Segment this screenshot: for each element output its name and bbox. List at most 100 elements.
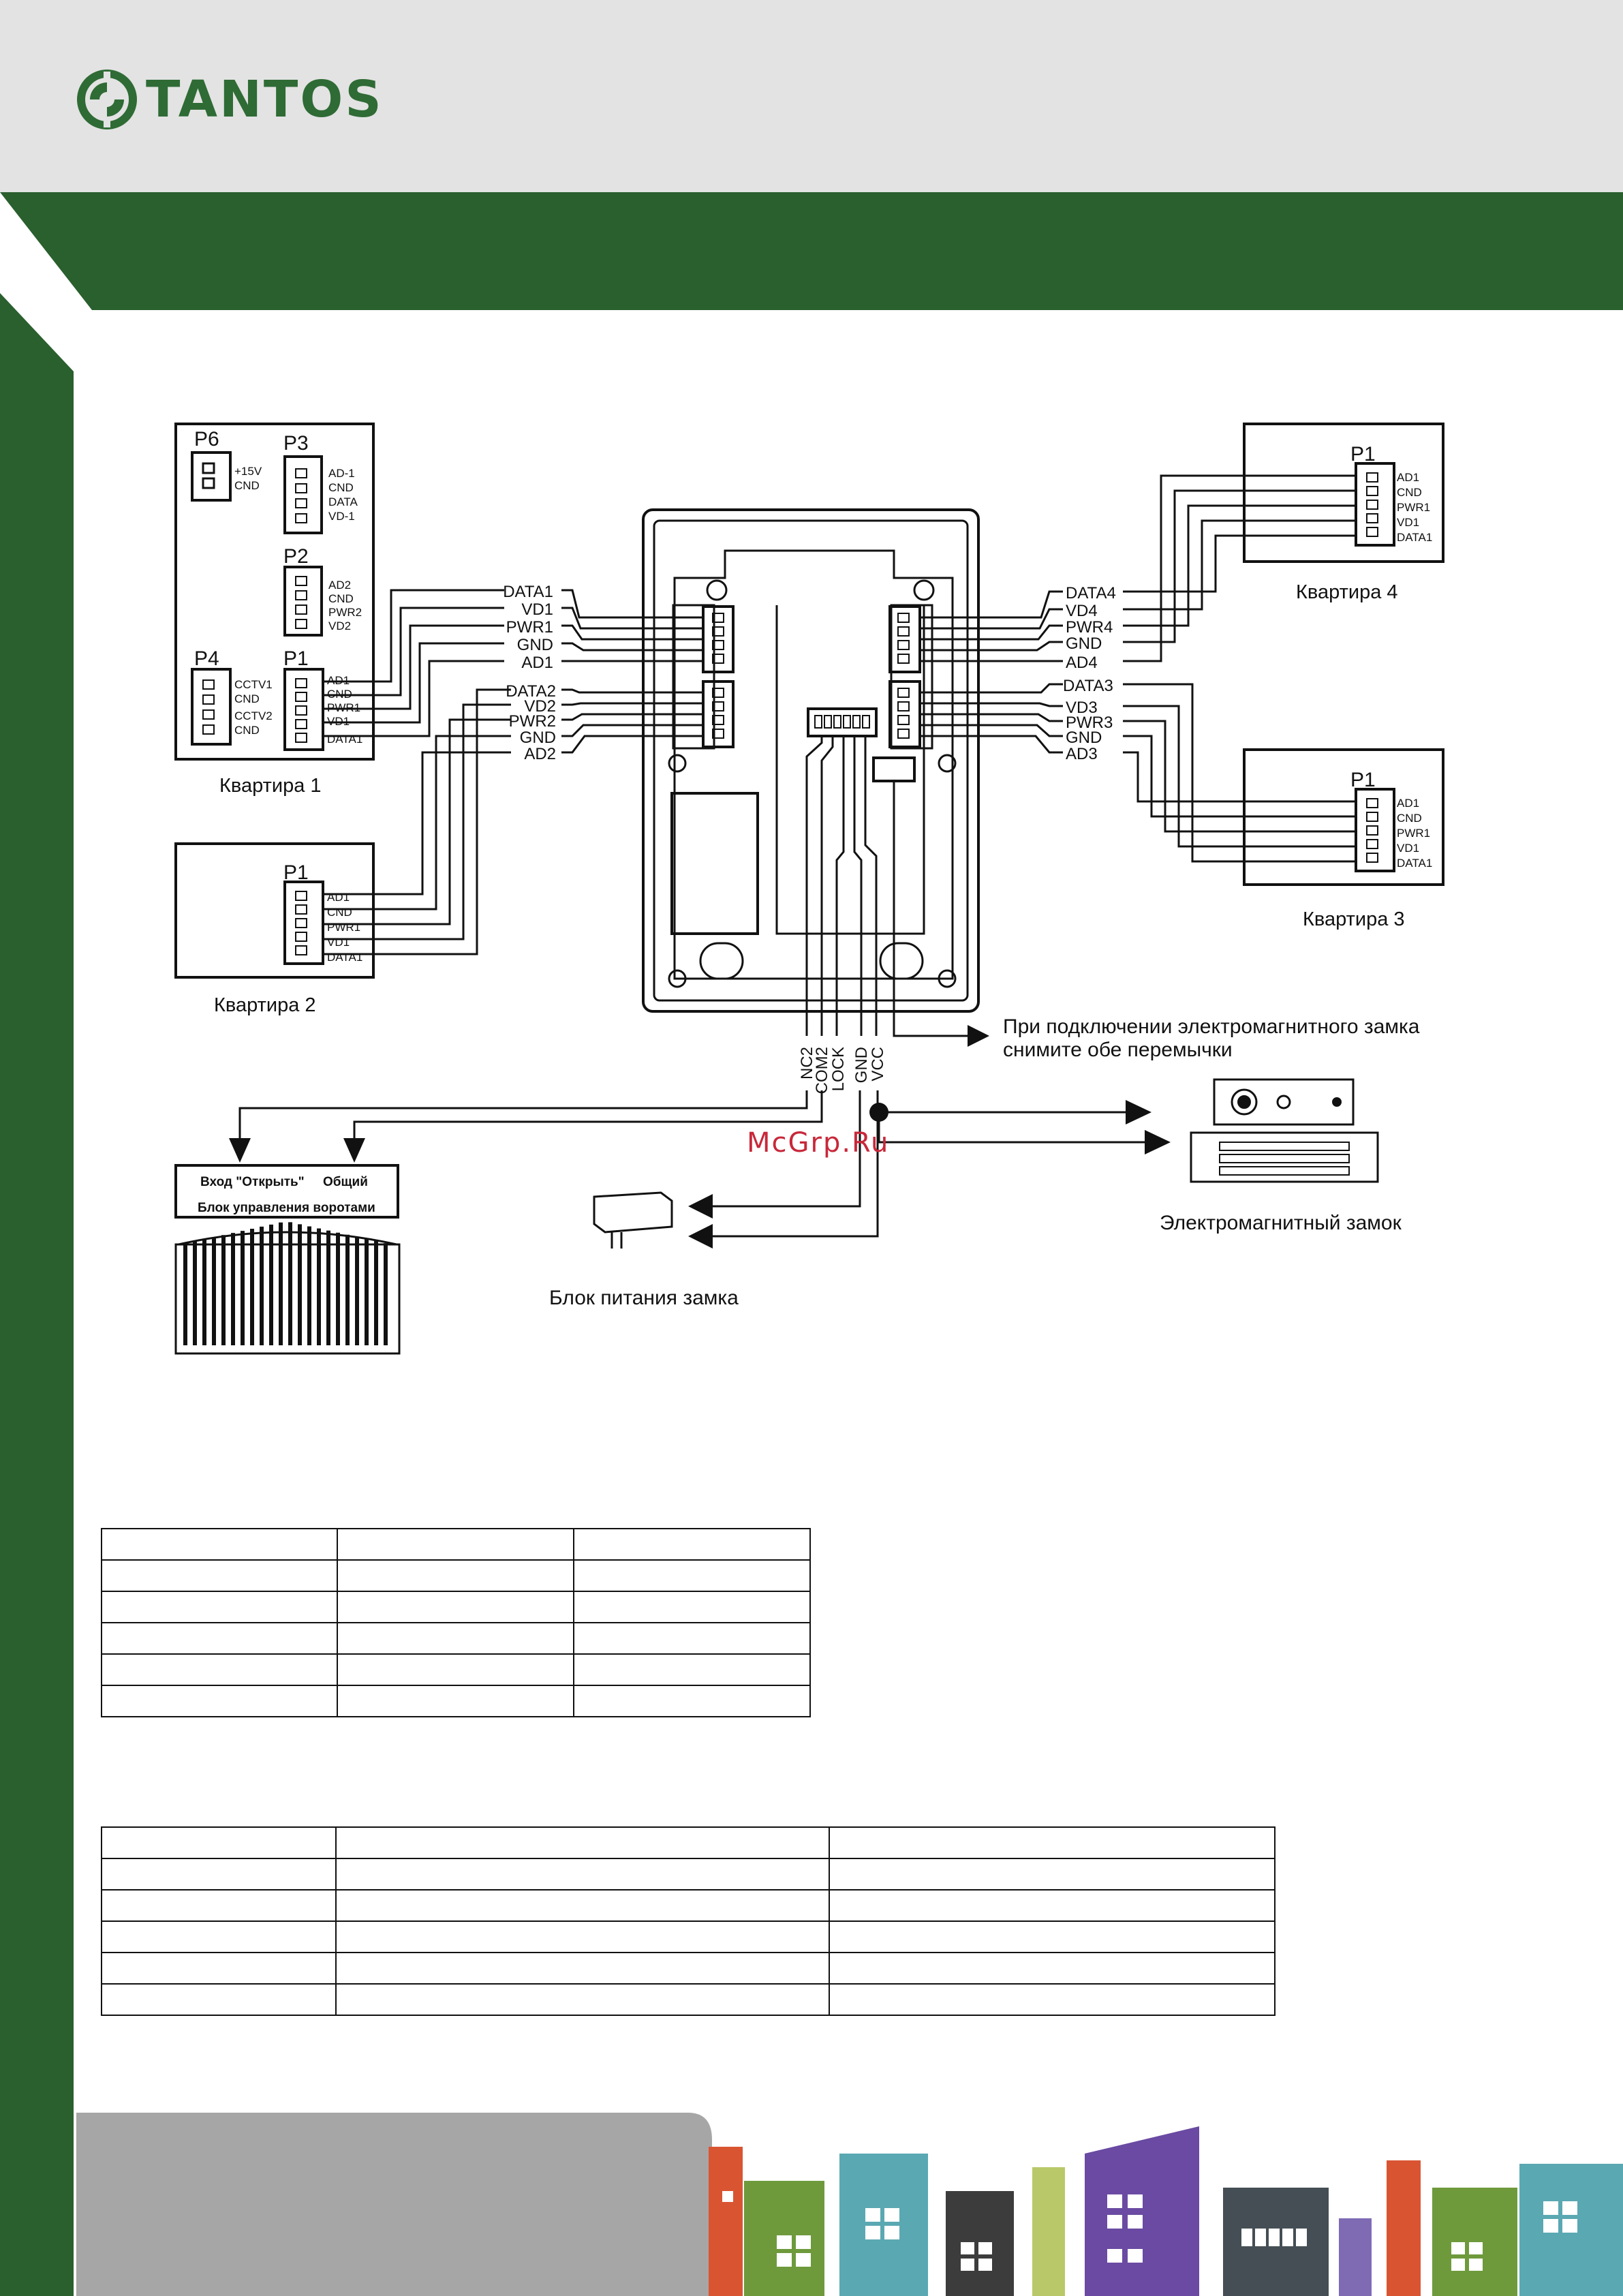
- bottom-pin-com2: COM2: [813, 1047, 831, 1094]
- connector-pin: [295, 619, 307, 629]
- logo-text: TANTOS: [146, 70, 384, 129]
- bottom-pin-gnd: GND: [852, 1047, 871, 1083]
- right-bus2-4: AD3: [1066, 745, 1098, 763]
- p3-title: P3: [283, 432, 309, 455]
- right-bus1-1: VD4: [1066, 602, 1098, 620]
- p3-pin-3: VD-1: [328, 510, 355, 523]
- apt2-unit-box: [174, 842, 375, 979]
- p3-pin-2: DATA: [328, 495, 358, 508]
- connector-pin: [295, 918, 307, 928]
- connector-pin: [897, 729, 910, 739]
- connector-pin: [1366, 839, 1378, 849]
- apt2-p1-pin-2: PWR1: [327, 921, 360, 934]
- connector-pin: [1366, 472, 1378, 483]
- connector-pin: [295, 904, 307, 915]
- connector-pin: [712, 654, 724, 664]
- magnetic-lock-icon: [1190, 1078, 1379, 1183]
- apt3-p1-pin-4: DATA1: [1397, 857, 1432, 870]
- table-1: [100, 1528, 812, 1717]
- bottom-pin-vcc: VCC: [869, 1047, 887, 1082]
- p3-pin-0: AD-1: [328, 467, 355, 480]
- junction-dot: [869, 1103, 888, 1122]
- connector-pin: [202, 709, 215, 720]
- apt2-p1-connector: [283, 881, 324, 965]
- right-bus1-2: PWR4: [1066, 618, 1113, 637]
- connector-pin: [295, 483, 307, 493]
- connector-pin: [202, 724, 215, 735]
- right-bus2-3: GND: [1066, 729, 1102, 747]
- connector-pin: [897, 640, 910, 650]
- right-bus1-3: GND: [1066, 634, 1102, 653]
- apt3-wires: [1123, 683, 1356, 863]
- tantos-logo-icon: [77, 70, 137, 129]
- table-row: [100, 1653, 812, 1686]
- apt3-p1-pin-0: AD1: [1397, 797, 1419, 810]
- connector-pin: [295, 733, 307, 743]
- connector-pin: [295, 513, 307, 523]
- header-band: [0, 0, 1623, 192]
- power-supply-label: Блок питания замка: [549, 1287, 739, 1309]
- apt4-p1-pin-1: CND: [1397, 486, 1422, 499]
- apt3-label: Квартира 3: [1303, 908, 1405, 930]
- p6-title: P6: [194, 428, 219, 450]
- connector-pins: [202, 468, 1378, 955]
- gate-common-label: Общий: [323, 1175, 368, 1189]
- left-bus1-4: AD1: [521, 654, 553, 672]
- apt1-p1-pin-1: CND: [327, 688, 352, 701]
- apt1-p1-connector: [283, 668, 324, 751]
- apt2-p1-pin-0: AD1: [327, 891, 350, 904]
- connector-pin: [1366, 500, 1378, 510]
- door-panel-outline: [642, 508, 980, 1013]
- connector-pin: [202, 679, 215, 690]
- p6-pin-1: CND: [234, 479, 260, 492]
- gate-unit-label: Блок управления воротами: [198, 1201, 375, 1215]
- connector-pin: [712, 688, 724, 698]
- left-bus1-1: VD1: [521, 600, 553, 619]
- right-bus1-4: AD4: [1066, 654, 1098, 672]
- note-arrow: [968, 1025, 989, 1047]
- gate-icon: [174, 1231, 401, 1355]
- wiring-diagram: [174, 423, 1444, 1355]
- connector-pin: [1366, 527, 1378, 537]
- right-bus2-2: PWR3: [1066, 714, 1113, 732]
- p6-pin-0: +15V: [234, 465, 262, 478]
- p2-pin-1: CND: [328, 592, 354, 605]
- gate-bars: [183, 1222, 388, 1345]
- table-row: [100, 1685, 812, 1717]
- table-row: [100, 1858, 1276, 1891]
- apt4-p1-pin-4: DATA1: [1397, 531, 1432, 544]
- apt1-p1-pin-4: DATA1: [327, 733, 362, 746]
- connector-pin: [833, 715, 841, 729]
- p4-connector: [191, 668, 232, 746]
- table-row: [100, 1528, 812, 1561]
- right-bus2-0: DATA3: [1063, 677, 1113, 695]
- table-2: [100, 1826, 1276, 2016]
- brand-logo: TANTOS: [76, 65, 403, 134]
- panel-module: [670, 792, 759, 935]
- p4-pin-3: CND: [234, 724, 260, 737]
- connector-pin: [862, 715, 870, 729]
- connector-pin: [897, 701, 910, 711]
- p4-pin-0: CCTV1: [234, 678, 273, 691]
- apt4-p1-pin-2: PWR1: [1397, 501, 1430, 514]
- connector-pin: [824, 715, 832, 729]
- left-bus2-2: PWR2: [509, 712, 556, 731]
- connector-pin: [712, 640, 724, 650]
- connector-pin: [897, 688, 910, 698]
- connector-pin: [295, 576, 307, 586]
- apt2-p1-pin-3: VD1: [327, 936, 350, 949]
- p2-connector: [283, 566, 323, 637]
- connector-pin: [295, 891, 307, 901]
- connector-pin: [712, 729, 724, 739]
- apt4-wires: [1123, 474, 1356, 662]
- apt3-p1-pin-3: VD1: [1397, 842, 1419, 855]
- connector-pin: [295, 604, 307, 615]
- connector-pin: [295, 705, 307, 716]
- right-bus1-0: DATA4: [1066, 584, 1116, 602]
- gate-input-label: Вход "Открыть": [200, 1175, 305, 1189]
- bottom-pin-nc2: NC2: [798, 1047, 816, 1080]
- connector-pin: [897, 654, 910, 664]
- apt4-p1-title: P1: [1350, 443, 1376, 465]
- left-bus2-1: VD2: [524, 697, 556, 716]
